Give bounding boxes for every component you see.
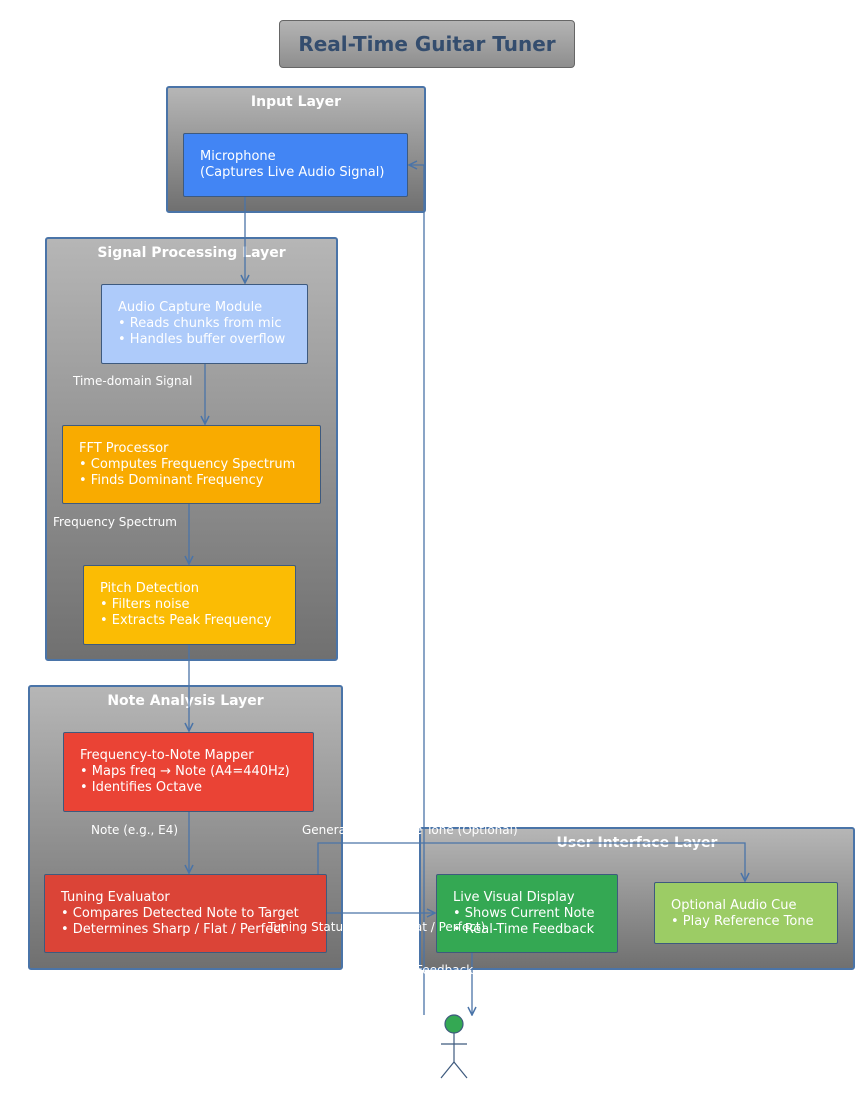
frequency-note-mapper-node: Frequency-to-Note Mapper • Maps freq → N… — [63, 732, 314, 812]
node-line: • Handles buffer overflow — [118, 332, 286, 347]
node-line: • Filters noise — [100, 597, 190, 612]
edge-label-time-domain: Time-domain Signal — [73, 374, 193, 388]
node-line: Frequency-to-Note Mapper — [80, 748, 254, 763]
note-layer-title: Note Analysis Layer — [107, 693, 264, 709]
node-line: • Extracts Peak Frequency — [100, 613, 272, 628]
diagram-title: Real-Time Guitar Tuner — [279, 20, 575, 68]
node-line: Optional Audio Cue — [671, 898, 797, 913]
node-line: (Captures Live Audio Signal) — [200, 165, 385, 180]
node-line: • Identifies Octave — [80, 780, 203, 795]
audio-capture-node: Audio Capture Module • Reads chunks from… — [101, 284, 308, 364]
fft-processor-node: FFT Processor • Computes Frequency Spect… — [62, 425, 321, 504]
node-line: Microphone — [200, 149, 276, 164]
edge-label-tuning-status: Tuning Status (Sharp / Flat / Perfect) — [268, 920, 486, 934]
node-line: • Maps freq → Note (A4=440Hz) — [80, 764, 290, 779]
node-line: Audio Capture Module — [118, 300, 263, 315]
edge-label-feedback: Feedback — [416, 963, 474, 977]
node-line: Tuning Evaluator — [61, 890, 170, 905]
signal-layer-title: Signal Processing Layer — [97, 245, 286, 261]
node-line: • Computes Frequency Spectrum — [79, 457, 296, 472]
edge-label-reference-tone: Generate Reference Tone (Optional) — [302, 823, 518, 837]
node-line: • Play Reference Tone — [671, 914, 814, 929]
node-line: • Real-Time Feedback — [453, 922, 595, 937]
edge-user-to-mic — [409, 165, 425, 1015]
input-layer-title: Input Layer — [250, 94, 342, 110]
node-line: • Reads chunks from mic — [118, 316, 282, 331]
node-line: FFT Processor — [79, 441, 169, 456]
pitch-detection-node: Pitch Detection • Filters noise • Extrac… — [83, 565, 296, 645]
optional-audio-cue-node: Optional Audio Cue • Play Reference Tone — [654, 882, 838, 944]
edge-label-frequency-spectrum: Frequency Spectrum — [53, 515, 177, 529]
user-actor-icon — [440, 1014, 468, 1079]
live-visual-display-node: Live Visual Display • Shows Current Note… — [436, 874, 618, 953]
tuning-evaluator-node: Tuning Evaluator • Compares Detected Not… — [44, 874, 327, 953]
node-line: • Shows Current Note — [453, 906, 595, 921]
edge-evaluator-to-audio-cue — [317, 842, 745, 881]
microphone-node: Microphone (Captures Live Audio Signal) — [183, 133, 408, 197]
node-line: Live Visual Display — [453, 890, 575, 905]
node-line: • Compares Detected Note to Target — [61, 906, 299, 921]
node-line: Pitch Detection — [100, 581, 199, 596]
node-line: • Determines Sharp / Flat / Perfect — [61, 922, 286, 937]
node-line: • Finds Dominant Frequency — [79, 473, 264, 488]
edge-label-note-example: Note (e.g., E4) — [91, 823, 179, 837]
